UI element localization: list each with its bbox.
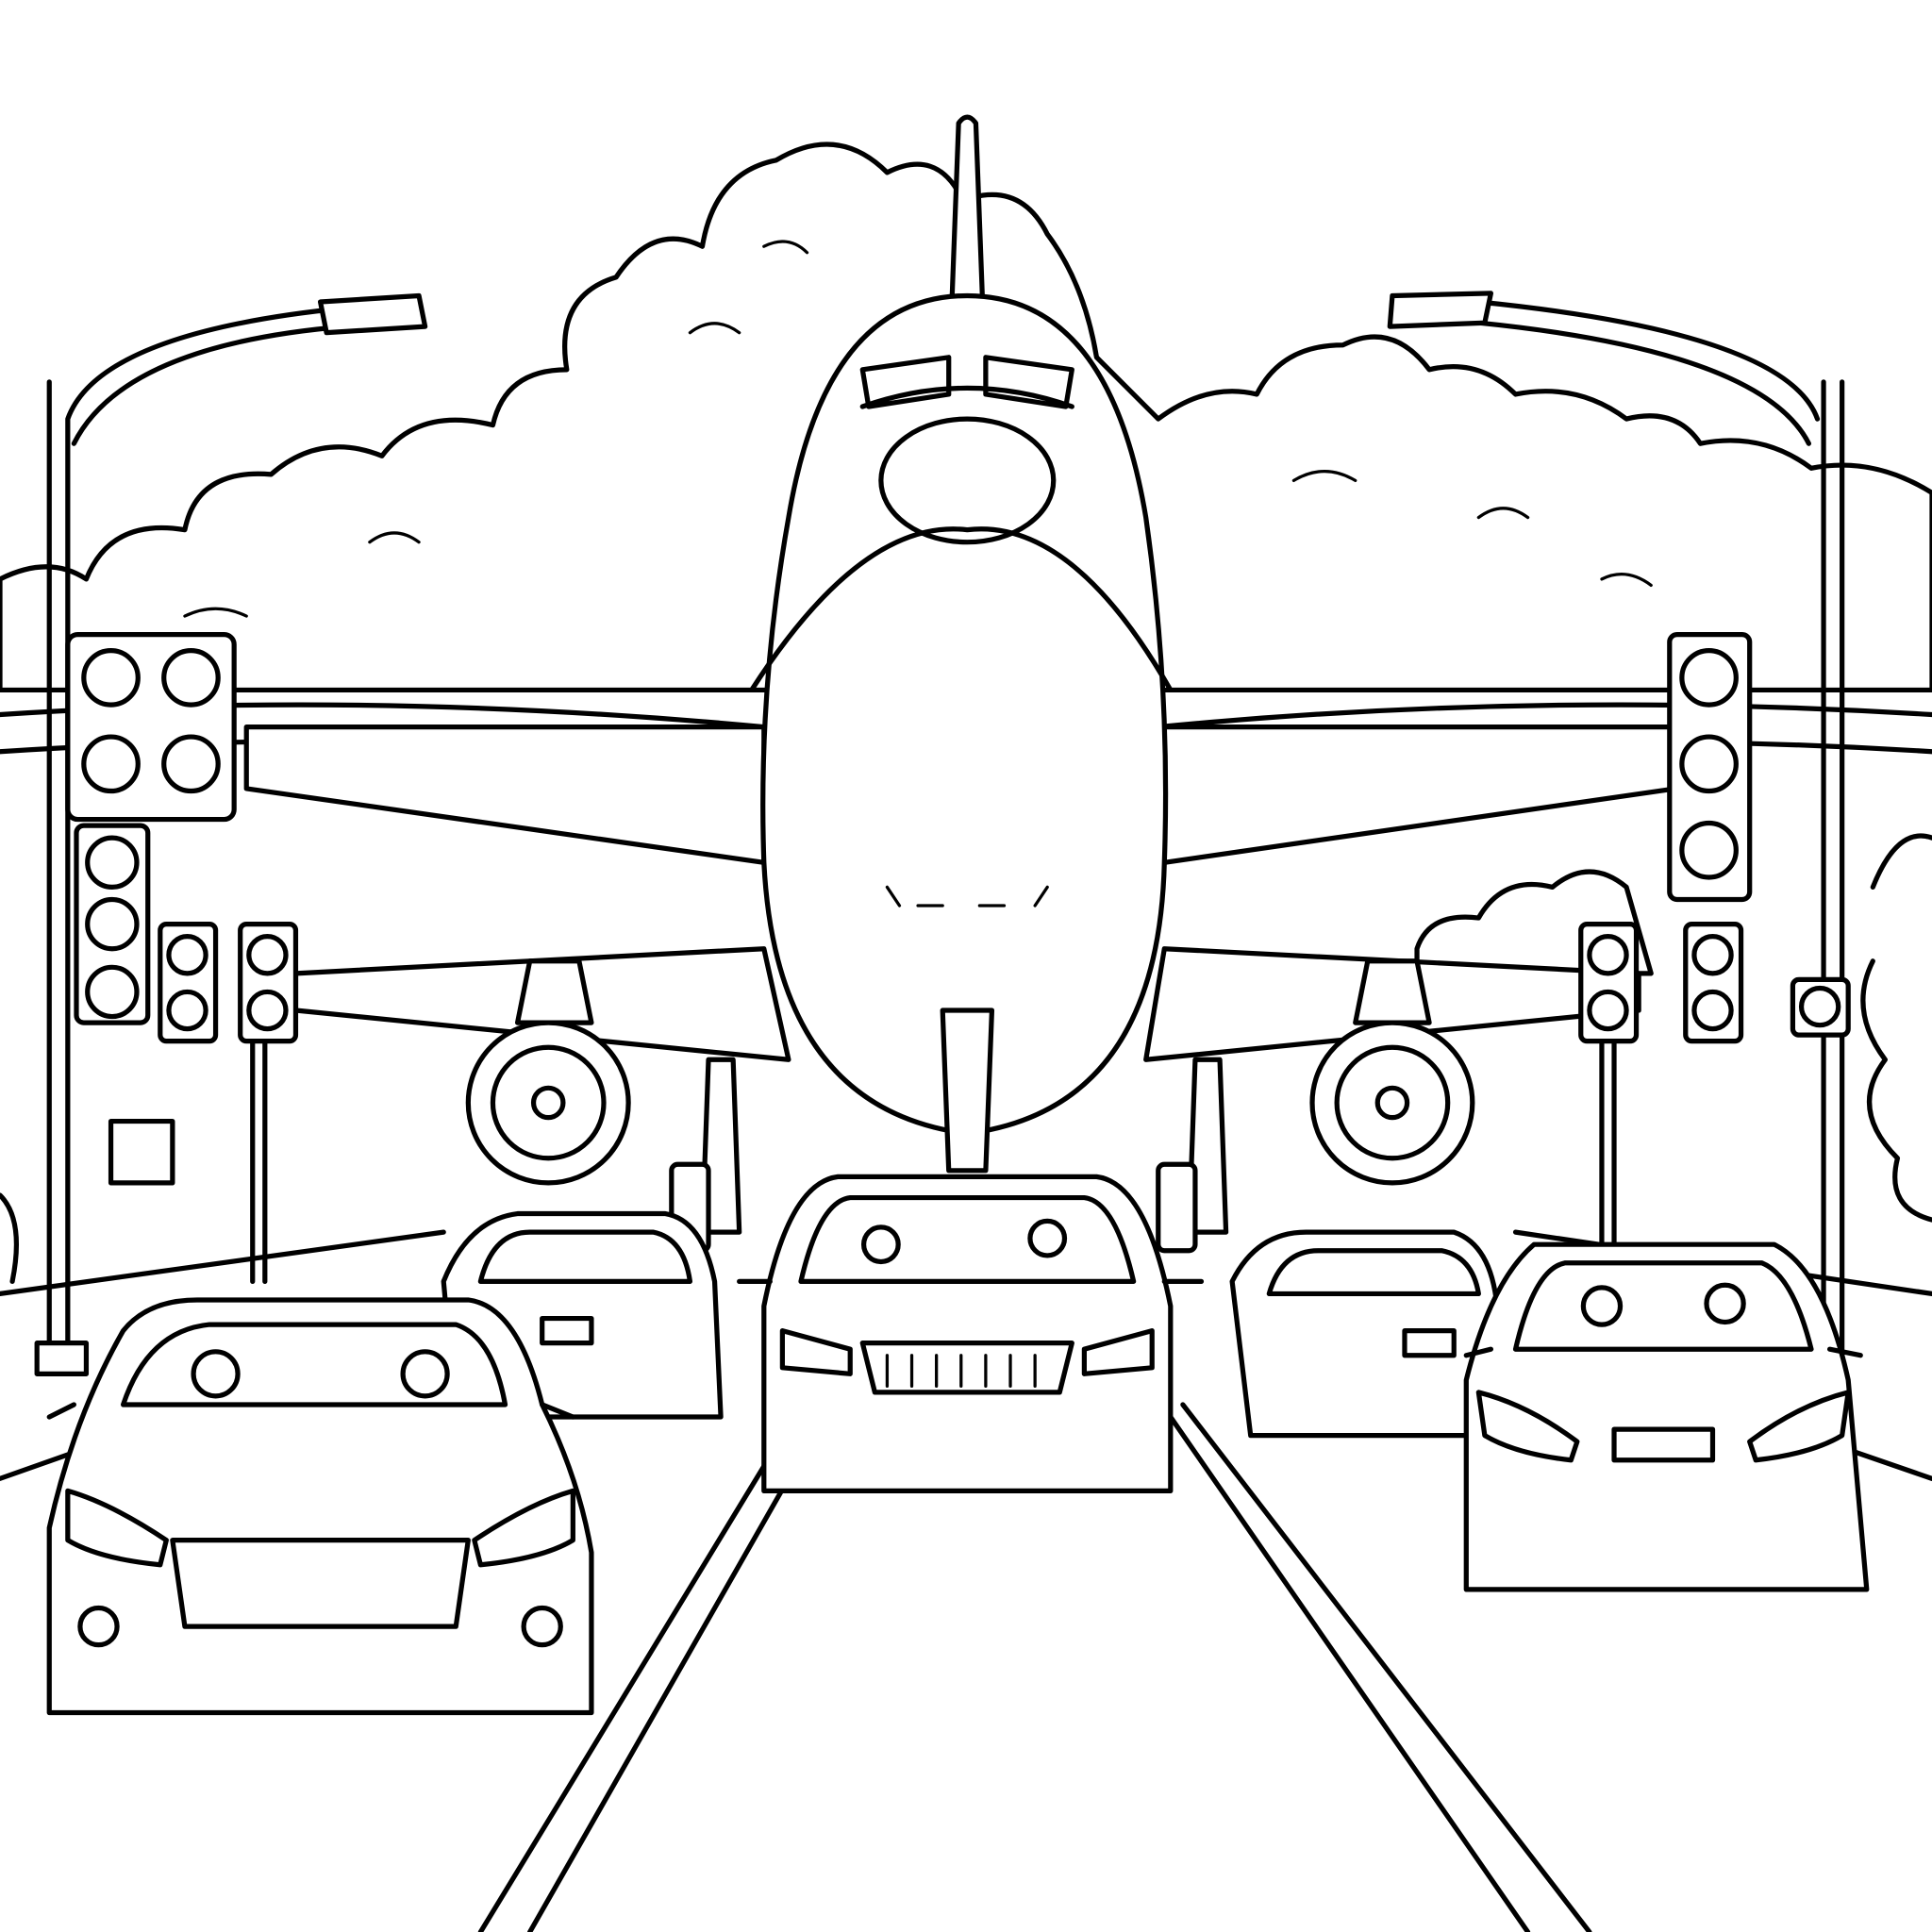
car-front-right [1463,1241,1870,1592]
car-center [737,1174,1205,1494]
street-lamps [34,291,1845,1376]
engine-right [1309,958,1475,1186]
clouds [0,142,1932,976]
airplane [243,114,1678,1254]
engine-left [465,958,631,1186]
trees [0,833,1932,1284]
traffic-lights [65,632,1851,1284]
car-back-right [1229,1229,1500,1439]
cars [46,1174,1870,1716]
car-front-left [46,1297,594,1716]
